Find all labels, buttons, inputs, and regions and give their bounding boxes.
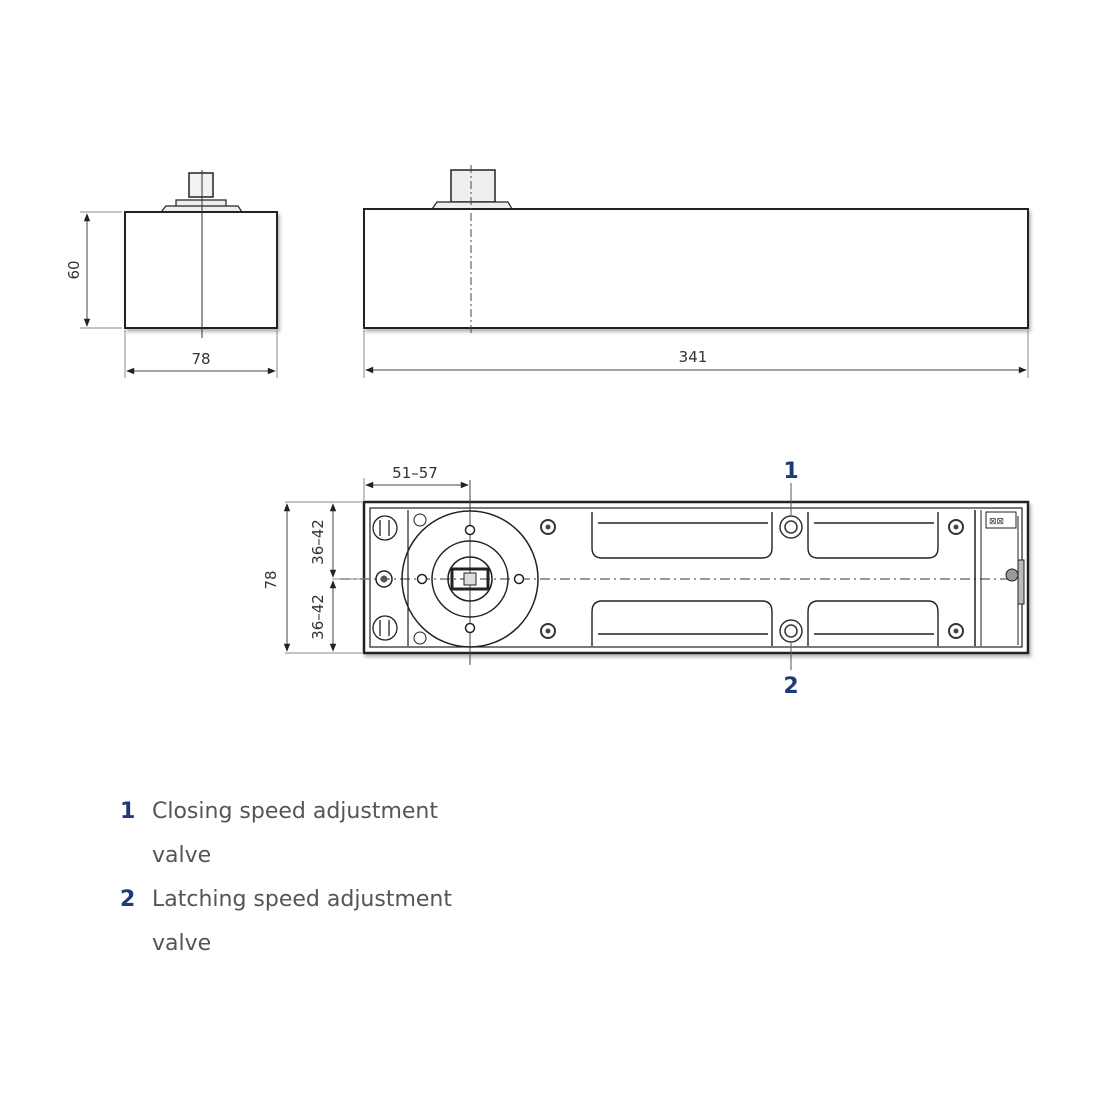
spindle-offset-label: 51–57 bbox=[392, 464, 438, 482]
front-length-label: 341 bbox=[679, 348, 708, 366]
svg-text:⊠⊠: ⊠⊠ bbox=[989, 517, 1004, 527]
legend-number: 2 bbox=[120, 887, 136, 912]
legend-text: valve bbox=[152, 931, 212, 956]
legend-item-continuation: valve bbox=[120, 834, 532, 878]
recessed-slots bbox=[591, 512, 939, 646]
upper-range-label: 36–42 bbox=[309, 519, 327, 565]
fixing-holes bbox=[540, 519, 964, 639]
legend-item-continuation: valve bbox=[120, 922, 532, 966]
side-height-label: 60 bbox=[65, 260, 83, 279]
latching-speed-valve bbox=[779, 619, 803, 643]
legend: 1 Closing speed adjustment valve 2 Latch… bbox=[120, 790, 532, 966]
legend-number: 1 bbox=[120, 799, 136, 824]
closing-speed-valve bbox=[779, 515, 803, 539]
front-view: 341 bbox=[363, 165, 1029, 378]
side-width-label: 78 bbox=[191, 350, 210, 368]
side-view: 60 78 bbox=[65, 170, 278, 378]
legend-item: 1 Closing speed adjustment bbox=[120, 790, 532, 834]
callout-2: 2 bbox=[783, 674, 798, 699]
callout-1: 1 bbox=[783, 459, 798, 484]
legend-text: Closing speed adjustment bbox=[152, 799, 438, 824]
legend-text: Latching speed adjustment bbox=[152, 887, 452, 912]
legend-item: 2 Latching speed adjustment bbox=[120, 878, 532, 922]
legend-text: valve bbox=[152, 843, 212, 868]
lower-range-label: 36–42 bbox=[309, 594, 327, 640]
top-view: ⊠⊠ 1 2 51–57 78 36–42 36–42 bbox=[262, 459, 1030, 699]
plate-width-label: 78 bbox=[262, 570, 280, 589]
